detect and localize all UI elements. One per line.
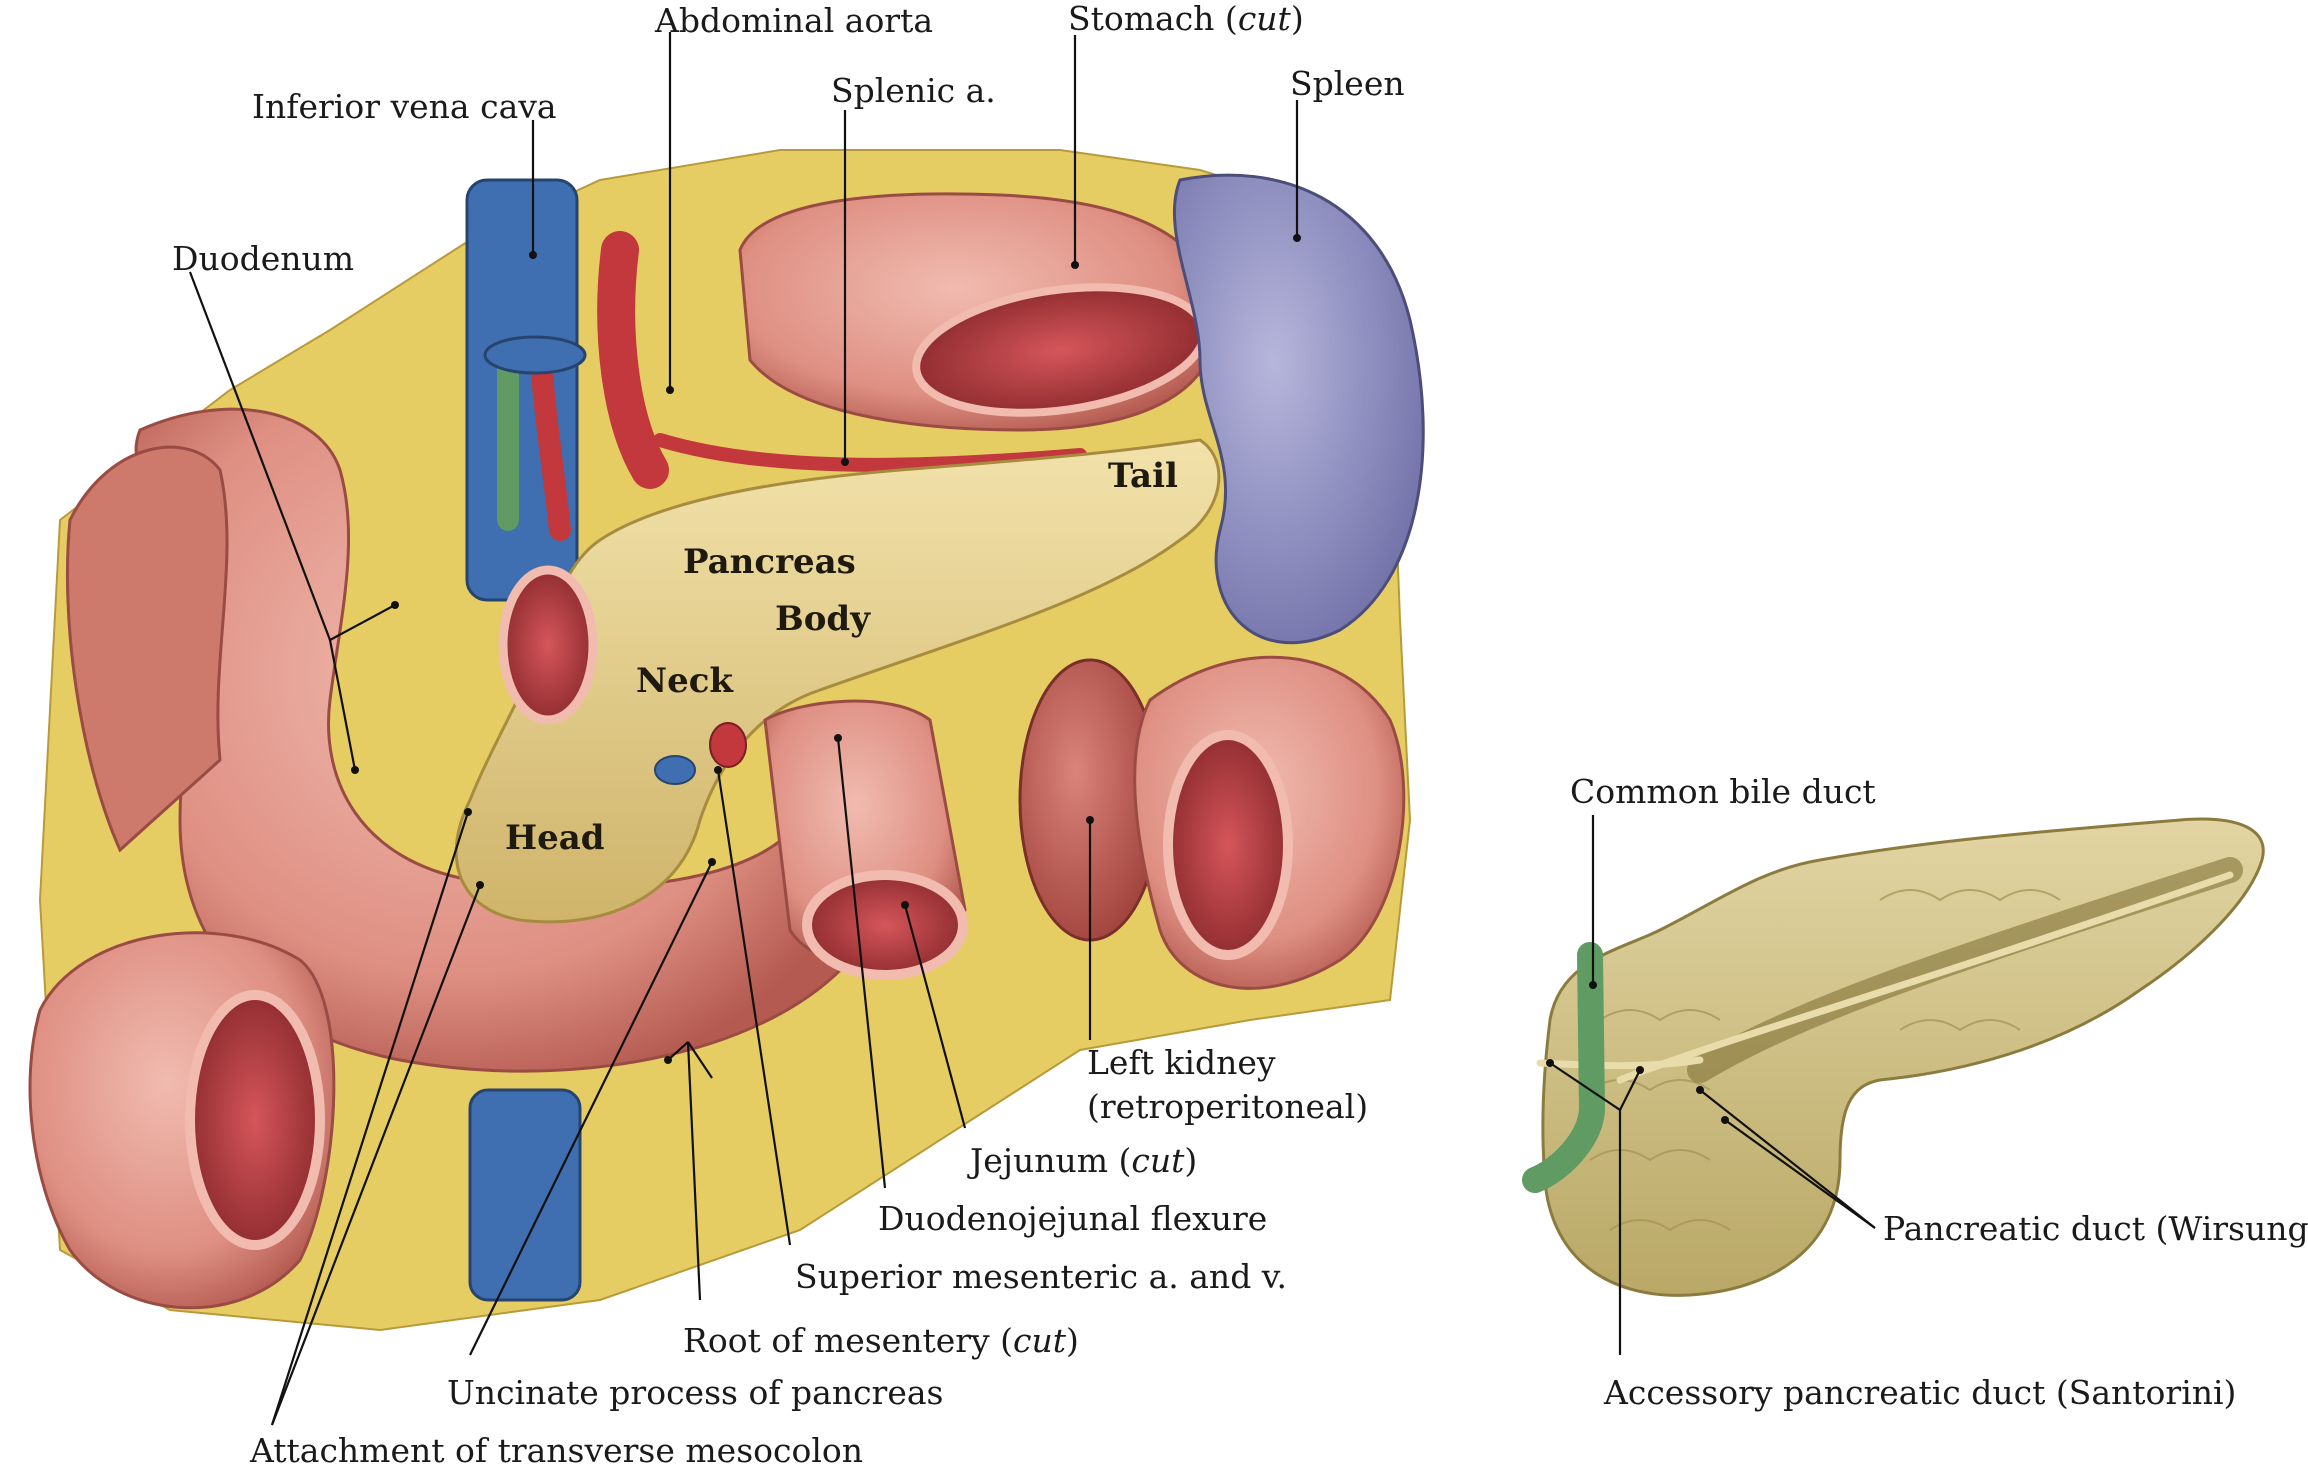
superior-mesenteric-vein <box>654 755 696 785</box>
leader-superior-mesenteric <box>716 769 792 1246</box>
leader-dot-transverse-mesocolon-b <box>476 881 484 889</box>
label-spleen: Spleen <box>1290 64 1405 103</box>
region-head: Head <box>505 818 605 858</box>
inset-leader-lines <box>1546 815 1876 1355</box>
abdominal-aorta <box>597 231 669 489</box>
leader-dot-pancreatic-duct-a <box>1696 1086 1704 1094</box>
leader-dot-accessory-duct-b <box>1636 1066 1644 1074</box>
inset-common-bile-duct <box>1522 942 1606 1193</box>
label-root-of-mesentery-note: cut <box>1013 1321 1067 1360</box>
vessel-cut-end <box>483 335 587 375</box>
leader-dot-spleen <box>1293 234 1301 242</box>
leader-dot-duodenojejunal-flexure <box>834 734 842 742</box>
main-labels: Abdominal aorta Stomach (cut) Spleen Spl… <box>172 0 1405 1467</box>
leader-dot-root-of-mesentery <box>664 1056 672 1064</box>
leader-transverse-mesocolon-a <box>270 811 470 1426</box>
leader-dot-ivc <box>529 251 537 259</box>
spleen <box>1172 173 1425 645</box>
leader-dot-splenic-artery <box>841 458 849 466</box>
label-inferior-vena-cava: Inferior vena cava <box>252 87 557 126</box>
portal-vessel <box>529 339 571 541</box>
leader-root-of-mesentery-c <box>687 1041 713 1079</box>
inset-duct-channel <box>1687 857 2243 1083</box>
label-jejunum-text: Jejunum <box>967 1141 1108 1180</box>
label-duodenum: Duodenum <box>172 239 354 278</box>
label-stomach-text: Stomach <box>1068 0 1214 38</box>
descending-colon-lumen <box>1163 730 1293 960</box>
pancreas <box>454 438 1221 924</box>
region-neck: Neck <box>636 661 734 701</box>
label-jejunum: Jejunum (cut) <box>967 1141 1197 1180</box>
leader-jejunum <box>903 904 967 1129</box>
region-tail: Tail <box>1108 456 1178 496</box>
leader-duodenum-b <box>328 639 357 771</box>
leader-dot-uncinate-process <box>708 858 716 866</box>
label-superior-mesenteric: Superior mesenteric a. and v. <box>795 1257 1287 1296</box>
duodenal-cut-lumen <box>498 565 598 725</box>
region-pancreas: Pancreas <box>683 542 856 582</box>
jejunum-lumen <box>802 870 968 980</box>
main-illustration: Tail Pancreas Body Neck Head <box>28 149 1425 1332</box>
leader-dot-stomach <box>1071 261 1079 269</box>
inset-lobules <box>1589 889 2061 1232</box>
leader-root-of-mesentery-b <box>667 1041 689 1061</box>
leader-root-of-mesentery-a <box>686 1041 702 1301</box>
leader-dot-left-kidney <box>1086 816 1094 824</box>
inset-accessory-duct <box>1536 1056 1704 1070</box>
leader-lines <box>188 32 1301 1426</box>
label-stomach-note: cut <box>1238 0 1292 38</box>
leader-pancreatic-duct-b <box>1724 1119 1876 1229</box>
superior-mesenteric-artery <box>709 722 747 768</box>
label-jejunum-note: cut <box>1131 1141 1185 1180</box>
inset-labels: Common bile duct Pancreatic duct (Wirsun… <box>1570 772 2308 1412</box>
label-left-kidney-2: (retroperitoneal) <box>1087 1087 1368 1126</box>
leader-dot-pancreatic-duct-b <box>1721 1116 1729 1124</box>
leader-accessory-duct-b <box>1619 1069 1641 1111</box>
leader-transverse-mesocolon-b <box>270 884 482 1426</box>
label-accessory-pancreatic-duct: Accessory pancreatic duct (Santorini) <box>1603 1373 2236 1412</box>
leader-dot-duodenum-b <box>351 766 359 774</box>
label-abdominal-aorta: Abdominal aorta <box>654 1 933 40</box>
inferior-vena-cava-lower <box>468 1088 582 1302</box>
colon-lumen <box>185 990 325 1250</box>
label-splenic-artery: Splenic a. <box>831 71 996 110</box>
leader-dot-duodenum-a <box>391 601 399 609</box>
leader-dot-jejunum <box>901 901 909 909</box>
inset-pancreas <box>1541 817 2265 1297</box>
leader-duodenojejunal-flexure <box>836 737 887 1189</box>
leader-uncinate-process <box>469 861 713 1356</box>
leader-pancreatic-duct-a <box>1699 1089 1876 1229</box>
leader-dot-abdominal-aorta <box>666 386 674 394</box>
region-body: Body <box>775 599 871 639</box>
label-pancreatic-duct: Pancreatic duct (Wirsung) <box>1883 1209 2308 1248</box>
label-root-of-mesentery-text: Root of mesentery <box>683 1321 990 1360</box>
inset-illustration <box>1522 817 2265 1297</box>
label-transverse-mesocolon: Attachment of transverse mesocolon <box>249 1431 863 1467</box>
label-common-bile-duct: Common bile duct <box>1570 772 1876 811</box>
leader-dot-transverse-mesocolon-a <box>464 808 472 816</box>
label-root-of-mesentery: Root of mesentery (cut) <box>683 1321 1079 1360</box>
label-left-kidney-1: Left kidney <box>1087 1043 1276 1082</box>
label-duodenojejunal-flexure: Duodenojejunal flexure <box>878 1199 1267 1238</box>
duodenum-fold <box>65 445 229 853</box>
leader-dot-common-bile-duct <box>1589 981 1597 989</box>
leader-dot-accessory-duct-a <box>1546 1059 1554 1067</box>
leader-dot-superior-mesenteric <box>714 766 722 774</box>
label-uncinate-process: Uncinate process of pancreas <box>447 1373 943 1412</box>
label-stomach: Stomach (cut) <box>1068 0 1304 38</box>
